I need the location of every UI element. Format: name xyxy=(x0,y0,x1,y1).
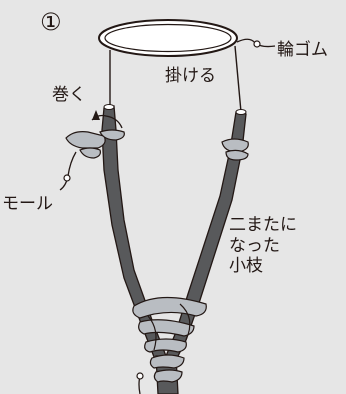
wrap-arrowhead xyxy=(92,110,100,120)
rubber-band xyxy=(98,19,238,57)
step-number: ① xyxy=(40,8,62,36)
rubber-band-label: 輪ゴム xyxy=(277,40,328,60)
pipe-cleaner-right-tip xyxy=(221,138,249,161)
right-branch-tip xyxy=(235,109,247,115)
hook-label: 掛ける xyxy=(165,66,216,86)
mole-label: モール xyxy=(2,194,53,214)
rubber-band-leader-dot xyxy=(253,40,261,48)
mole-leader-dot xyxy=(63,174,71,182)
mole-leader-line xyxy=(59,151,77,191)
bottom-leader-dot xyxy=(136,372,144,380)
branch-label: 二またに なった 小枝 xyxy=(229,215,297,277)
pipe-cleaner-left-tip xyxy=(65,129,125,159)
rubber-band-inner xyxy=(104,23,232,53)
pipe-cleaner-fork-wrap xyxy=(132,296,207,383)
left-branch-tip xyxy=(103,104,115,110)
band-string-right xyxy=(234,45,242,113)
wrap-label: 巻く xyxy=(52,85,86,105)
